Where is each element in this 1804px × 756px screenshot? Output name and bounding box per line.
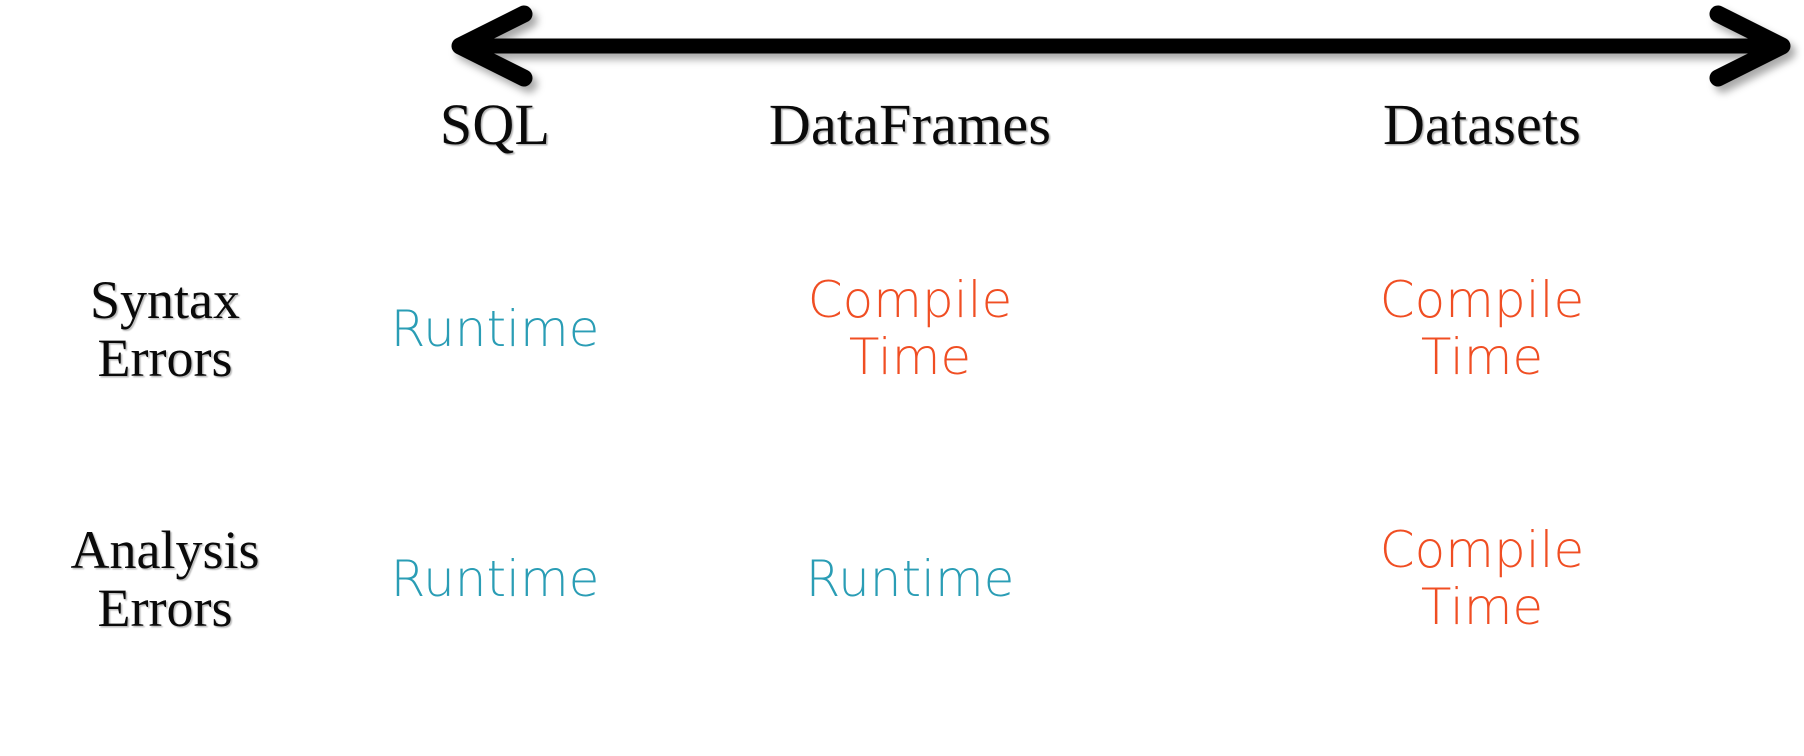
column-header-row: SQL DataFrames Datasets [330, 96, 1804, 180]
row-label-line: Syntax [89, 269, 240, 330]
cell-line: Runtime [390, 299, 600, 358]
column-header-datasets: Datasets [1382, 92, 1582, 157]
row-label-line: Analysis [70, 519, 260, 580]
cell-syntax-datasets: Compile Time [1160, 272, 1804, 386]
row-label-analysis-errors: Analysis Errors [0, 519, 330, 638]
cell-line: Runtime [390, 549, 600, 608]
row-label-syntax-errors: Syntax Errors [0, 269, 330, 388]
cell-line: Time [1420, 578, 1544, 636]
cell-line: Runtime [805, 549, 1015, 608]
comparison-matrix: Syntax Errors Runtime Compile Time Compi… [0, 196, 1804, 756]
arrow-shape [451, 5, 1791, 87]
cell-line: Compile [807, 271, 1013, 329]
row-label-line: Errors [97, 328, 233, 388]
cell-analysis-datasets: Compile Time [1160, 522, 1804, 636]
spectrum-arrow [436, 5, 1804, 87]
cell-line: Time [848, 328, 972, 386]
cell-syntax-sql: Runtime [330, 299, 660, 358]
table-row: Syntax Errors Runtime Compile Time Compi… [0, 214, 1804, 444]
cell-line: Compile [1379, 271, 1585, 329]
column-header-dataframes: DataFrames [768, 92, 1052, 157]
cell-analysis-sql: Runtime [330, 549, 660, 608]
cell-line: Compile [1379, 521, 1585, 579]
row-label-line: Errors [97, 578, 233, 638]
column-header-sql: SQL [439, 92, 551, 157]
table-row: Analysis Errors Runtime Runtime Compile … [0, 464, 1804, 694]
cell-syntax-dataframes: Compile Time [660, 272, 1160, 386]
cell-analysis-dataframes: Runtime [660, 549, 1160, 608]
cell-line: Time [1420, 328, 1544, 386]
